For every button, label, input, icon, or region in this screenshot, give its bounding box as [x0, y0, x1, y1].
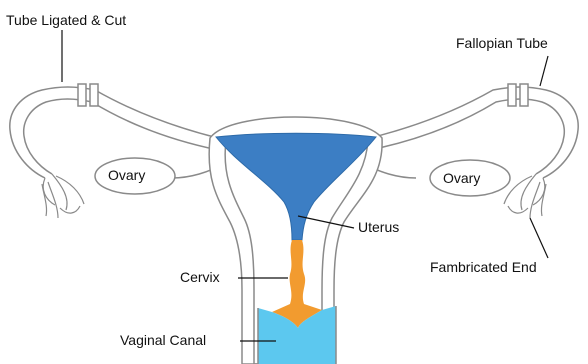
label-uterus: Uterus: [358, 219, 399, 235]
label-fallopian-tube: Fallopian Tube: [456, 35, 548, 51]
label-tube-ligated: Tube Ligated & Cut: [6, 12, 126, 28]
label-cervix: Cervix: [180, 269, 220, 285]
right-ovary: [366, 160, 510, 196]
label-fambricated-end: Fambricated End: [430, 259, 537, 275]
label-ovary-right: Ovary: [443, 170, 480, 186]
label-vaginal-canal: Vaginal Canal: [120, 332, 206, 348]
left-fimbriae: [42, 174, 84, 218]
label-ovary-left: Ovary: [108, 167, 145, 183]
